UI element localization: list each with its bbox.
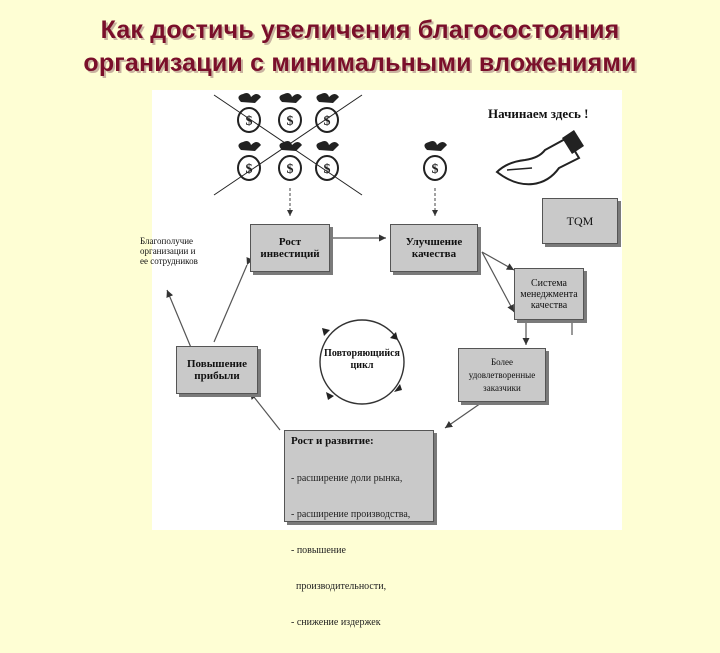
title-line-2: организации с минимальными вложениями — [83, 49, 637, 77]
list-item: - снижение издержек — [291, 617, 381, 628]
pointing-hand-icon — [495, 130, 584, 186]
list-item: - повышение — [291, 545, 346, 556]
page-title: Как достичь увеличения благосостояния ор… — [0, 14, 720, 80]
growth-box: Рост и развитие: - расширение доли рынка… — [284, 430, 434, 628]
tqm-box: TQM — [542, 198, 618, 244]
cycle-arrows-icon — [319, 319, 405, 405]
money-bag-icon — [237, 92, 448, 181]
start-label: Начинаем здесь ! — [488, 106, 589, 121]
list-item: производительности, — [291, 581, 387, 592]
growth-title: Рост и развитие: — [291, 435, 374, 447]
diagram-connectors: $ — [166, 92, 584, 431]
list-item: - расширение доли рынка, — [291, 473, 403, 484]
diagram-panel: $ — [140, 90, 622, 628]
cross-out-icon — [213, 94, 363, 196]
title-shadow: Как достичь увеличения благосостояния орг… — [85, 18, 639, 79]
title-line-1: Как достичь увеличения благосостояния — [100, 16, 620, 44]
growth-list: - расширение доли рынка, - расширение пр… — [291, 449, 410, 653]
list-item: - расширение производства, — [291, 509, 411, 520]
